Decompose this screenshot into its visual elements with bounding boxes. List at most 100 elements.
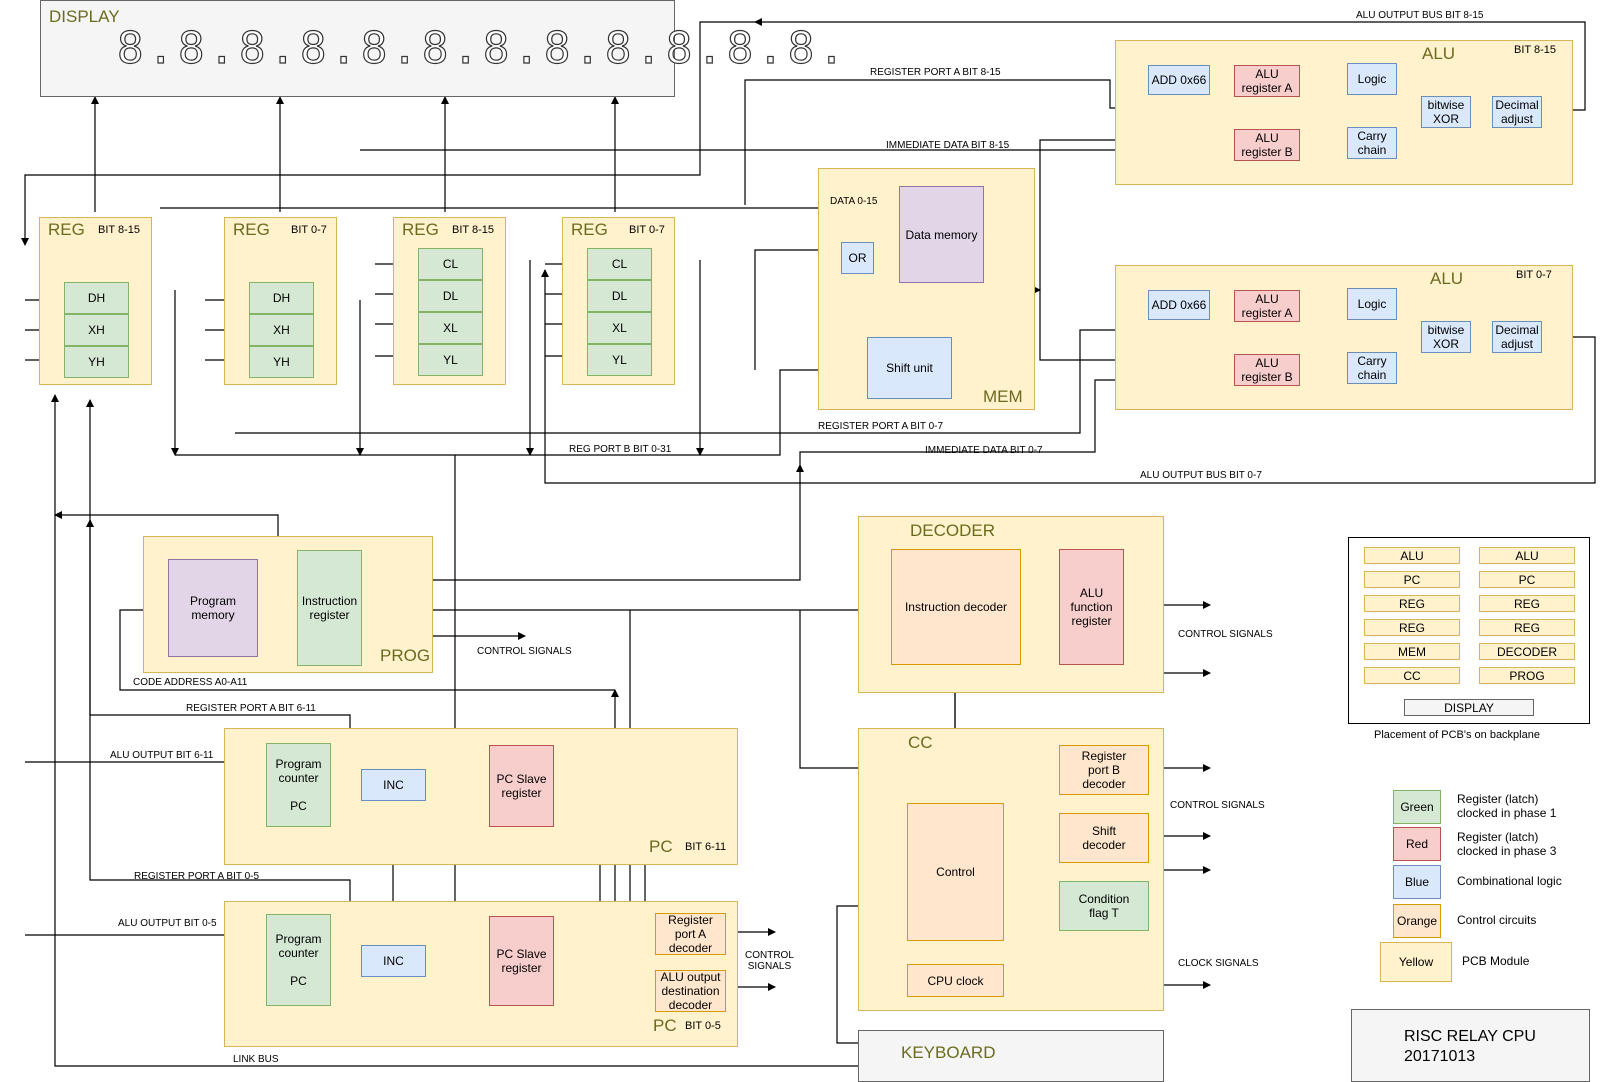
keyboard-panel: KEYBOARD <box>858 1030 1164 1082</box>
legend-desc-orange: Control circuits <box>1457 913 1537 927</box>
label-immediate-hi: IMMEDIATE DATA BIT 8-15 <box>886 140 1010 151</box>
label-data-bus: DATA 0-15 <box>830 196 878 207</box>
placement-slot: ALU <box>1479 547 1575 564</box>
cc-module: CC Register port B decoder Shift decoder… <box>858 728 1164 1011</box>
alu-function-register: ALU function register <box>1059 549 1124 665</box>
wire <box>754 246 841 370</box>
inc-unit: INC <box>361 945 426 977</box>
register-cl: CL <box>418 248 483 280</box>
label-register-port-a-hi: REGISTER PORT A BIT 8-15 <box>870 67 1001 78</box>
prog-module: PROG Program memory Instruction register <box>143 536 433 673</box>
inc-unit: INC <box>361 769 426 801</box>
module-title: PROG <box>380 646 431 665</box>
module-bit: BIT 0-7 <box>291 224 327 236</box>
decoder-module: DECODER Instruction decoder ALU function… <box>858 516 1164 693</box>
pc-module-hi: PC BIT 6-11 Program counter PC INC PC Sl… <box>224 728 738 865</box>
label-alu-output-0-5: ALU OUTPUT BIT 0-5 <box>118 918 217 929</box>
carry-chain: Carry chain <box>1347 127 1397 159</box>
label-control-signals-cc: CONTROL SIGNALS <box>1170 800 1265 811</box>
register-yl: YL <box>418 344 483 376</box>
placement-slot: MEM <box>1364 643 1460 660</box>
bitwise-xor: bitwise XOR <box>1421 321 1471 353</box>
carry-chain: Carry chain <box>1347 352 1397 384</box>
mem-module: MEM Data memory OR Shift unit <box>818 168 1035 410</box>
label-register-port-a-0-5: REGISTER PORT A BIT 0-5 <box>134 871 260 882</box>
label-control-signals-prog: CONTROL SIGNALS <box>477 646 572 657</box>
placement-slot: DECODER <box>1479 643 1575 660</box>
wire <box>21 21 755 246</box>
module-bit: BIT 0-7 <box>1516 269 1552 281</box>
alu-register-b: ALU register B <box>1234 129 1300 161</box>
placement-slot: REG <box>1479 595 1575 612</box>
program-counter: Program counter PC <box>266 743 331 827</box>
instruction-decoder: Instruction decoder <box>891 549 1021 665</box>
placement-slot: PC <box>1364 571 1460 588</box>
legend-desc-red: Register (latch) clocked in phase 3 <box>1457 830 1557 858</box>
title-line-1: RISC RELAY CPU <box>1404 1028 1536 1045</box>
alu-register-b: ALU register B <box>1234 354 1300 386</box>
register-cl: CL <box>587 248 652 280</box>
placement-caption: Placement of PCB's on backplane <box>1374 729 1540 741</box>
placement-display-slot: DISPLAY <box>1404 699 1534 716</box>
title-box: RISC RELAY CPU 20171013 <box>1351 1009 1590 1082</box>
alu-module-hi: ALU BIT 8-15 ADD 0x66 ALU register A ALU… <box>1115 40 1573 185</box>
register-yh: YH <box>249 346 314 378</box>
placement-slot: ALU <box>1364 547 1460 564</box>
alu-output-destination-decoder: ALU output destination decoder <box>655 970 726 1012</box>
decimal-adjust: Decimal adjust <box>1492 96 1542 128</box>
wire <box>541 269 1596 484</box>
data-memory: Data memory <box>899 186 984 283</box>
label-control-signals-decoder: CONTROL SIGNALS <box>1178 629 1273 640</box>
register-xh: XH <box>249 314 314 346</box>
module-title: PC <box>649 837 673 856</box>
register-dh: DH <box>64 282 129 314</box>
legend-swatch-green: Green <box>1393 790 1441 824</box>
label-link-bus: LINK BUS <box>233 1054 279 1065</box>
module-title: ALU <box>1422 44 1456 63</box>
keyboard-title: KEYBOARD <box>901 1043 996 1062</box>
register-xl: XL <box>587 312 652 344</box>
module-title: MEM <box>983 387 1023 406</box>
label-register-port-a-6-11: REGISTER PORT A BIT 6-11 <box>186 703 316 714</box>
placement-slot: REG <box>1364 619 1460 636</box>
legend-swatch-blue: Blue <box>1393 865 1441 899</box>
module-title: CC <box>908 733 933 752</box>
register-xh: XH <box>64 314 129 346</box>
module-bit: BIT 8-15 <box>98 224 140 236</box>
placement-slot: PROG <box>1479 667 1575 684</box>
reg-module-dh-hi: REG BIT 8-15 DH XH YH <box>39 217 152 385</box>
label-alu-output-bus-hi: ALU OUTPUT BUS BIT 8-15 <box>1356 10 1484 21</box>
condition-flag-t: Condition flag T <box>1059 881 1149 931</box>
placement-slot: REG <box>1364 595 1460 612</box>
legend-swatch-orange: Orange <box>1393 904 1441 938</box>
program-counter: Program counter PC <box>266 914 331 1006</box>
decimal-adjust: Decimal adjust <box>1492 321 1542 353</box>
label-code-address: CODE ADDRESS A0-A11 <box>133 677 248 688</box>
logic-unit: Logic <box>1347 63 1397 95</box>
reg-module-dh-lo: REG BIT 0-7 DH XH YH <box>224 217 337 385</box>
pc-slave-register: PC Slave register <box>489 745 554 827</box>
wire <box>51 394 858 1067</box>
register-port-a-decoder: Register port A decoder <box>655 913 726 955</box>
label-control-signals-pc: CONTROL SIGNALS <box>745 950 794 972</box>
wire <box>235 326 1146 434</box>
add-0x66: ADD 0x66 <box>1148 290 1210 320</box>
reg-module-cl-hi: REG BIT 8-15 CL DL XL YL <box>393 217 506 385</box>
label-alu-output-6-11: ALU OUTPUT BIT 6-11 <box>110 750 214 761</box>
label-register-port-a-lo: REGISTER PORT A BIT 0-7 <box>818 421 944 432</box>
program-memory: Program memory <box>168 559 258 657</box>
module-title: ALU <box>1430 269 1464 288</box>
alu-register-a: ALU register A <box>1234 290 1300 322</box>
module-bit: BIT 0-7 <box>629 224 665 236</box>
module-bit: BIT 8-15 <box>1514 44 1556 56</box>
reg-module-cl-lo: REG BIT 0-7 CL DL XL YL <box>562 217 675 385</box>
display-panel: DISPLAY 8.8.8.8.8.8.8.8.8.8.8.8. <box>40 0 845 97</box>
alu-module-lo: ALU BIT 0-7 ADD 0x66 ALU register A ALU … <box>1115 265 1573 410</box>
cpu-clock: CPU clock <box>907 964 1004 997</box>
module-title: REG <box>402 220 439 239</box>
bitwise-xor: bitwise XOR <box>1421 96 1471 128</box>
register-dh: DH <box>249 282 314 314</box>
wire <box>360 464 804 581</box>
instruction-register: Instruction register <box>297 550 362 666</box>
module-title: REG <box>571 220 608 239</box>
